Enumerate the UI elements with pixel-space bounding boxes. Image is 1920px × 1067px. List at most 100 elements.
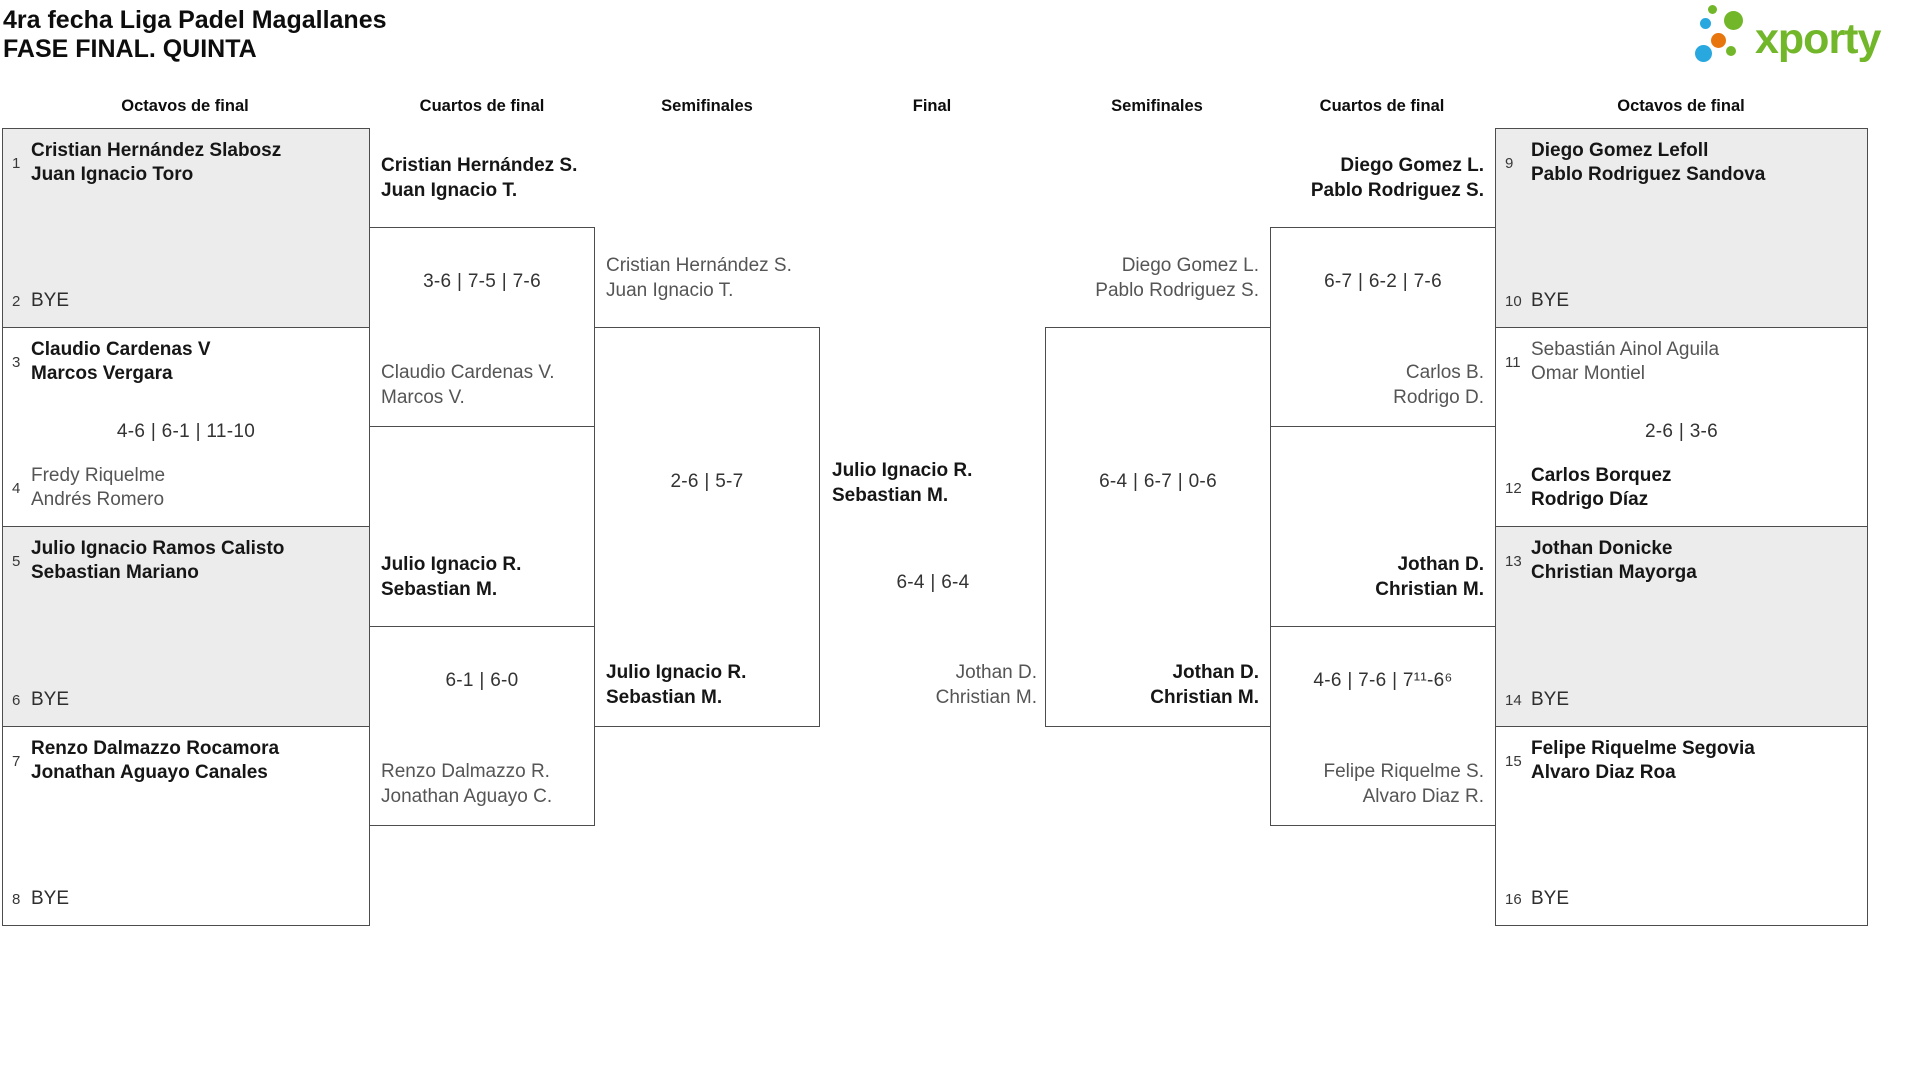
player-name: Sebastian M.: [381, 578, 498, 600]
round-header-octavos-left: Octavos de final: [121, 97, 249, 115]
team-slot: 10 BYE: [1496, 289, 1867, 313]
team-label: Jothan D. Christian M.: [1375, 553, 1484, 602]
seed-number: 4: [12, 479, 21, 497]
logo-dot-orange: [1711, 33, 1726, 48]
final-winner: Julio Ignacio R. Sebastian M.: [832, 459, 972, 508]
team-label: Felipe Riquelme S.Alvaro Diaz R.: [1323, 760, 1484, 809]
team-label: Cristian Hernández S. Juan Ignacio T.: [606, 254, 792, 303]
player-name: Christian M.: [1375, 578, 1484, 600]
player-name: Fredy Riquelme: [31, 465, 166, 486]
team-label: Julio Ignacio R. Sebastian M.: [606, 661, 746, 710]
player-name: Juan Ignacio T.: [606, 279, 734, 301]
player-name: Jothan Donicke: [1531, 538, 1673, 559]
player-name: Christian M.: [935, 686, 1037, 708]
seed-number: 14: [1505, 691, 1522, 709]
match-score: 3-6 | 7-5 | 7-6: [423, 271, 541, 292]
match-qf-right-2: Jothan D. Christian M. 4-6 | 7-6 | 7¹¹-6⁶…: [1270, 554, 1496, 826]
seed-number: 13: [1505, 552, 1522, 570]
final-score: 6-4 | 6-4: [896, 572, 970, 593]
team-slot: 16 BYE: [1496, 887, 1867, 911]
player-name: Cristian Hernández Slabosz: [31, 140, 282, 161]
player-name: Jothan D.: [1397, 554, 1484, 575]
bye-label: BYE: [31, 290, 70, 311]
seed-number: 2: [12, 292, 21, 310]
team-label: Jothan D.Christian M.: [1150, 661, 1259, 710]
team-label: Claudio Cardenas V.Marcos V.: [381, 361, 555, 410]
match-score: 6-4 | 6-7 | 0-6: [1099, 471, 1217, 492]
player-name: Carlos B.: [1405, 362, 1484, 383]
player-name: Cristian Hernández S.: [381, 155, 578, 176]
team-slot: 6 BYE: [3, 688, 369, 712]
seed-number: 1: [12, 154, 21, 172]
player-name: Omar Montiel: [1531, 363, 1646, 384]
match-sf-left: Cristian Hernández S. Juan Ignacio T. 2-6…: [594, 255, 820, 727]
bye-label: BYE: [1531, 689, 1570, 710]
player-name: Felipe Riquelme Segovia: [1531, 738, 1755, 759]
player-name: Sebastian M.: [832, 484, 949, 506]
match-sf-right: Diego Gomez L.Pablo Rodriguez S. 6-4 | 6…: [1045, 255, 1271, 727]
player-name: Sebastian M.: [606, 686, 723, 708]
player-name: Julio Ignacio R.: [606, 662, 747, 683]
player-name: Julio Ignacio R.: [832, 460, 973, 481]
player-name: Andrés Romero: [31, 489, 165, 510]
seed-number: 7: [12, 752, 21, 770]
player-name: Jonathan Aguayo C.: [381, 785, 553, 807]
player-name: Jothan D.: [955, 662, 1037, 683]
match-score: 4-6 | 6-1 | 11-10: [116, 421, 256, 442]
player-name: Jonathan Aguayo Canales: [31, 762, 268, 783]
player-name: Felipe Riquelme S.: [1323, 761, 1484, 782]
match-score: 2-6 | 5-7: [670, 471, 744, 492]
match-qf-left-1: Cristian Hernández S. Juan Ignacio T. 3-6…: [369, 155, 595, 427]
seed-number: 12: [1505, 479, 1522, 497]
player-name: Rodrigo Díaz: [1531, 489, 1649, 510]
seed-number: 8: [12, 890, 21, 908]
team-label: Cristian Hernández S. Juan Ignacio T.: [381, 154, 577, 203]
logo-dot-blue-small: [1700, 18, 1711, 29]
match-qf-right-1: Diego Gomez L.Pablo Rodriguez S. 6-7 | 6…: [1270, 155, 1496, 427]
tournament-title: 4ra fecha Liga Padel Magallanes: [3, 6, 387, 34]
team-slot: 14 BYE: [1496, 688, 1867, 712]
seed-number: 5: [12, 552, 21, 570]
match-score: 4-6 | 7-6 | 7¹¹-6⁶: [1313, 670, 1453, 691]
team-label: Carlos B.Rodrigo D.: [1393, 361, 1484, 410]
player-name: Claudio Cardenas V: [31, 339, 211, 360]
bye-label: BYE: [31, 888, 70, 909]
player-name: Alvaro Diaz Roa: [1531, 762, 1676, 783]
match-qf-left-2: Julio Ignacio R.Sebastian M. 6-1 | 6-0 R…: [369, 554, 595, 826]
logo-dot-green-small: [1708, 5, 1717, 14]
player-name: Christian M.: [1150, 686, 1259, 708]
player-name: Cristian Hernández S.: [606, 255, 792, 276]
player-name: Diego Gomez L.: [1340, 155, 1484, 176]
round-header-cuartos-left: Cuartos de final: [419, 97, 545, 115]
player-name: Pablo Rodriguez Sandova: [1531, 164, 1766, 185]
player-name: Juan Ignacio Toro: [31, 164, 194, 185]
team-slot: 8 BYE: [3, 887, 369, 911]
player-name: Julio Ignacio Ramos Calisto: [31, 538, 285, 559]
seed-number: 16: [1505, 890, 1522, 908]
player-name: Christian Mayorga: [1531, 562, 1697, 583]
player-name: Carlos Borquez: [1531, 465, 1672, 486]
round-header-semis-right: Semifinales: [1111, 97, 1203, 115]
logo-dot-blue-large: [1695, 45, 1712, 62]
seed-number: 11: [1505, 353, 1521, 371]
round-header-semis-left: Semifinales: [661, 97, 753, 115]
player-name: Sebastián Ainol Aguila: [1531, 339, 1720, 360]
player-name: Sebastian Mariano: [31, 562, 199, 583]
team-label: Renzo Dalmazzo R.Jonathan Aguayo C.: [381, 760, 552, 809]
bye-label: BYE: [1531, 888, 1570, 909]
xporty-logo[interactable]: xporty: [1695, 2, 1915, 72]
player-name: Juan Ignacio T.: [381, 179, 518, 201]
team-label: Julio Ignacio R.Sebastian M.: [381, 553, 521, 602]
seed-number: 15: [1505, 752, 1522, 770]
match-score: 6-7 | 6-2 | 7-6: [1324, 271, 1442, 292]
